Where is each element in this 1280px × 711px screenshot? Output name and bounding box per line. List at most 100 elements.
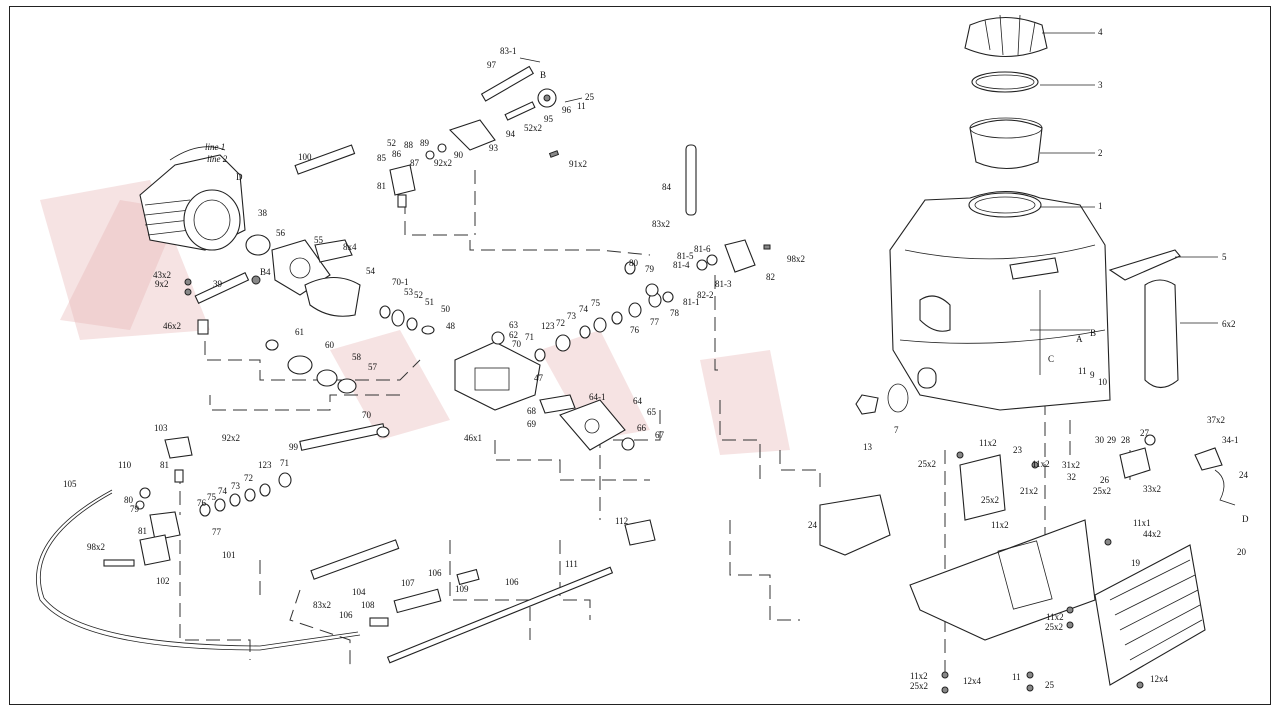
- label-110: 110: [118, 460, 132, 470]
- watermark-letter-2: [540, 330, 650, 440]
- label-93: 93: [489, 143, 499, 153]
- label-46x1: 46x1: [464, 433, 482, 443]
- gasket-54: [304, 276, 361, 317]
- tank-neck: [968, 192, 1042, 218]
- knob: [855, 394, 879, 415]
- fitting-81-lower: [174, 469, 184, 483]
- label-65: 65: [647, 407, 657, 417]
- pipe-99: [299, 423, 386, 451]
- label-26: 26: [1100, 475, 1110, 485]
- leader-lines: [519, 32, 1218, 324]
- label-81-upper: 81: [377, 181, 386, 191]
- label-60: 60: [325, 340, 335, 350]
- label-62: 62: [509, 330, 518, 340]
- label-61: 61: [295, 327, 304, 337]
- label-A: A: [1076, 334, 1083, 344]
- label-11x2-d: 11x2: [1046, 612, 1064, 622]
- label-89: 89: [420, 138, 430, 148]
- label-19: 19: [1131, 558, 1141, 568]
- valve-82: [724, 239, 756, 273]
- label-20: 20: [1237, 547, 1247, 557]
- tank-lid: [964, 17, 1048, 58]
- pump-cap: [491, 331, 505, 345]
- label-106-a: 106: [428, 568, 442, 578]
- label-12x4-a: 12x4: [963, 676, 982, 686]
- label-91: 91x2: [569, 159, 587, 169]
- label-10: 10: [1098, 377, 1108, 387]
- bracket-39: [194, 272, 250, 305]
- label-31x2: 31x2: [1062, 460, 1080, 470]
- label-21x2: 21x2: [1020, 486, 1038, 496]
- label-D: D: [236, 172, 243, 182]
- trigger-112: [624, 519, 656, 546]
- label-12x4-b: 12x4: [1150, 674, 1169, 684]
- label-92x2-lower: 92x2: [222, 433, 240, 443]
- label-101: 101: [222, 550, 236, 560]
- label-72: 72: [556, 318, 565, 328]
- label-97: 97: [487, 60, 497, 70]
- part-61: [265, 339, 279, 351]
- upper-valve-assembly: [294, 65, 560, 208]
- label-50: 50: [441, 304, 451, 314]
- label-72-lower: 72: [244, 473, 253, 483]
- label-B4: B4: [260, 267, 271, 277]
- label-25x2-b: 25x2: [981, 495, 999, 505]
- label-52-valve: 52: [387, 138, 396, 148]
- pump-assembly: [265, 292, 662, 451]
- label-63: 63: [509, 320, 519, 330]
- label-88: 88: [404, 140, 414, 150]
- nozzle-107: [393, 588, 442, 614]
- hose-105: [36, 489, 361, 651]
- label-100: 100: [298, 152, 312, 162]
- label-11x2-b: 11x2: [1032, 459, 1050, 469]
- label-90: 90: [454, 150, 464, 160]
- watermark-letter-3: [700, 350, 790, 455]
- label-25x2-e: 25x2: [910, 681, 928, 691]
- label-70: 70: [512, 339, 522, 349]
- label-83-1: 83-1: [500, 46, 517, 56]
- label-68: 68: [527, 406, 537, 416]
- label-111: 111: [565, 559, 578, 569]
- stem-95: [504, 101, 536, 121]
- label-81-3: 81-3: [715, 279, 732, 289]
- label-29: 29: [1107, 435, 1117, 445]
- tank-assembly: [855, 14, 1181, 415]
- watermark-left-shape: [40, 180, 210, 340]
- label-25x2-a: 25x2: [918, 459, 936, 469]
- label-112: 112: [615, 516, 628, 526]
- part-93: [448, 119, 496, 151]
- label-108: 108: [361, 600, 375, 610]
- label-8x4: 8x4: [343, 242, 357, 252]
- label-47: 47: [534, 373, 544, 383]
- label-105: 105: [63, 479, 77, 489]
- label-11-bottom: 11: [1012, 672, 1021, 682]
- label-95: 95: [544, 114, 554, 124]
- part-57: [337, 378, 357, 394]
- pump-body: [454, 341, 541, 411]
- shoulder-strap: [1144, 279, 1179, 389]
- part-108: [369, 617, 389, 627]
- label-53: 53: [404, 287, 414, 297]
- label-64: 64: [633, 396, 643, 406]
- label-78: 78: [670, 308, 680, 318]
- label-24: 24: [808, 520, 818, 530]
- bolt-98: [103, 559, 135, 567]
- label-line1: line 1: [205, 142, 225, 152]
- label-106-b: 106: [505, 577, 519, 587]
- label-28: 28: [1121, 435, 1131, 445]
- label-B-tank: B: [1090, 328, 1096, 338]
- label-B-upper: B: [540, 70, 546, 80]
- label-87: 87: [410, 158, 420, 168]
- label-4: 4: [1098, 27, 1103, 37]
- label-73-lower: 73: [231, 481, 241, 491]
- label-82: 82: [766, 272, 775, 282]
- label-48: 48: [446, 321, 456, 331]
- seal-row-lower: [135, 472, 292, 517]
- label-103: 103: [154, 423, 168, 433]
- label-109: 109: [455, 584, 469, 594]
- lower-left-assembly: [36, 423, 390, 651]
- label-81-6: 81-6: [694, 244, 711, 254]
- assembly-lines: [179, 170, 1131, 680]
- label-79-lower: 79: [130, 504, 140, 514]
